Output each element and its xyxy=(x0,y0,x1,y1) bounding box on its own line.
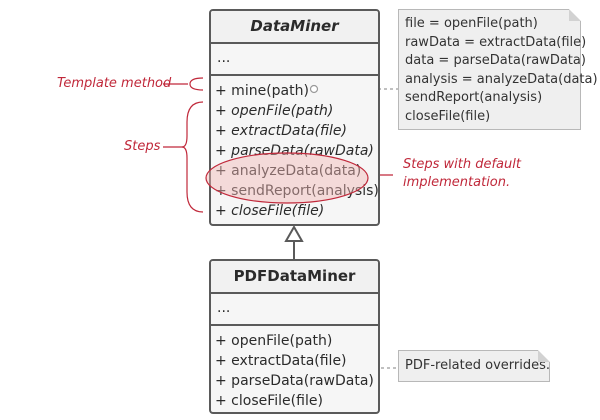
note-fold-corner xyxy=(569,9,581,21)
steps-brace xyxy=(181,101,204,213)
method-mine: + mine(path) xyxy=(215,83,309,99)
pdf-method-parsedata: + parseData(rawData) xyxy=(215,373,374,389)
note-line: analysis = analyzeData(data) xyxy=(405,71,598,87)
method-parsedata: + parseData(rawData) xyxy=(215,143,374,159)
class-dataminer: DataMiner ... + mine(path) + openFile(pa… xyxy=(209,9,380,226)
pdf-overrides-note: PDF-related overrides. xyxy=(398,350,550,382)
label-steps: Steps xyxy=(124,139,161,154)
method-analyzedata: + analyzeData(data) xyxy=(215,163,362,179)
template-method-brace xyxy=(189,77,204,91)
note-line: closeFile(file) xyxy=(405,108,491,124)
pdf-method-extractdata: + extractData(file) xyxy=(215,353,347,369)
note-line: rawData = extractData(file) xyxy=(405,34,587,50)
template-method-note: file = openFile(path) rawData = extractD… xyxy=(398,9,598,130)
method-closefile: + closeFile(file) xyxy=(215,203,325,219)
class-dataminer-methods: + mine(path) + openFile(path) + extractD… xyxy=(211,76,378,221)
note-line: sendReport(analysis) xyxy=(405,90,543,105)
note-line: file = openFile(path) xyxy=(405,16,538,31)
class-pdfdataminer: PDFDataMiner ... + openFile(path) + extr… xyxy=(209,259,380,414)
class-pdfdataminer-fields: ... xyxy=(211,294,378,326)
method-sendreport: + sendReport(analysis) xyxy=(215,183,379,199)
pdf-note-fold-corner xyxy=(538,350,550,362)
method-extractdata: + extractData(file) xyxy=(215,123,347,139)
class-dataminer-fields: ... xyxy=(211,44,378,76)
label-template-method: Template method xyxy=(57,76,172,91)
class-pdfdataminer-methods: + openFile(path) + extractData(file) + p… xyxy=(211,326,378,411)
inheritance-arrowhead xyxy=(284,224,304,242)
label-default-impl-line1: Steps with default xyxy=(403,157,521,172)
method-openfile: + openFile(path) xyxy=(215,103,334,119)
pdf-method-closefile: + closeFile(file) xyxy=(215,393,323,409)
label-default-impl-line2: implementation. xyxy=(403,175,511,190)
note-line: data = parseData(rawData) xyxy=(405,53,586,68)
pdf-note-text: PDF-related overrides. xyxy=(405,358,551,373)
pdf-method-openfile: + openFile(path) xyxy=(215,333,333,349)
class-dataminer-name: DataMiner xyxy=(211,11,378,44)
class-pdfdataminer-name: PDFDataMiner xyxy=(211,261,378,294)
